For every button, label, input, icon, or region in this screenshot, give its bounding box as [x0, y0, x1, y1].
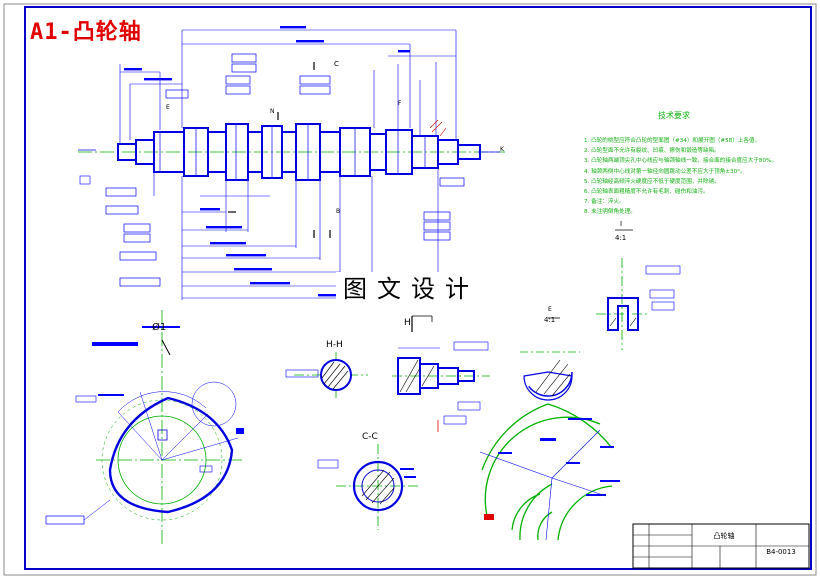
- detail-e: [520, 317, 580, 401]
- requirement-item: 6. 凸轮轴表面粗糙度不允许有毛刺、碰伤和油污。: [584, 189, 709, 196]
- view-label-k: K: [500, 146, 504, 153]
- requirement-item: 7. 备注：淬火。: [584, 199, 625, 206]
- marker-e: E: [166, 104, 170, 111]
- view-label-i: I: [620, 220, 623, 228]
- marker-n: N: [270, 108, 275, 115]
- title-block-drawing-code: B4-0013: [766, 548, 796, 556]
- view-label-h: H: [404, 318, 411, 328]
- title-block-lines: [632, 523, 810, 569]
- requirement-item: 3. 凸轮轴两端顶尖孔中心线应与轴颈轴线一致，接合面的接合度应大于80%。: [584, 158, 777, 165]
- view-label-e-scale: 4:1: [544, 316, 556, 324]
- view-label-c: C: [334, 60, 339, 68]
- requirement-item: 1. 凸轮的桃型应符合凸轮的型面图（#34）和展开图（#58）上各值。: [584, 138, 761, 144]
- section-label-h-h: H-H: [326, 340, 343, 350]
- section-c-c: [317, 444, 420, 530]
- detail-h: [392, 315, 490, 432]
- technical-requirements-title: 技术要求: [658, 111, 690, 120]
- requirement-item: 4. 轴颈两侧中心线对第一轴径向圆跳动公差不应大于顶角±30°。: [584, 168, 746, 175]
- camshaft-main-view: [78, 26, 505, 300]
- view-label-e: E: [548, 306, 552, 313]
- sheet-badge: A1-凸轮轴: [30, 20, 142, 45]
- requirement-item: 8. 未注明倒角处理。: [584, 209, 636, 216]
- section-h-h: [285, 352, 368, 400]
- drawing-frame: [24, 6, 812, 570]
- title-block-part-name: 凸轮轴: [713, 532, 735, 540]
- view-label-i-scale: 4:1: [615, 234, 627, 242]
- watermark-text: 图文设计: [336, 272, 486, 306]
- view-label-d1: Ø1: [152, 322, 167, 333]
- detail-i: [596, 229, 681, 350]
- section-label-c-c: C-C: [362, 432, 378, 442]
- marker-b: B: [336, 208, 341, 215]
- sheet-border: [3, 3, 817, 576]
- cam-profile-view: [45, 310, 245, 545]
- marker-f: F: [398, 100, 402, 107]
- technical-requirements-list: 1. 凸轮的桃型应符合凸轮的型面图（#34）和展开图（#58）上各值。 2. 凸…: [584, 136, 812, 218]
- requirement-item: 5. 凸轮轴经高频淬火硬度应不低于硬度范围，并除锈。: [584, 178, 720, 185]
- requirement-item: 2. 凸轮型面不允许有裂纹、凹痕、擦伤和锻造等缺陷。: [584, 148, 720, 155]
- cam-development-view: [479, 403, 620, 541]
